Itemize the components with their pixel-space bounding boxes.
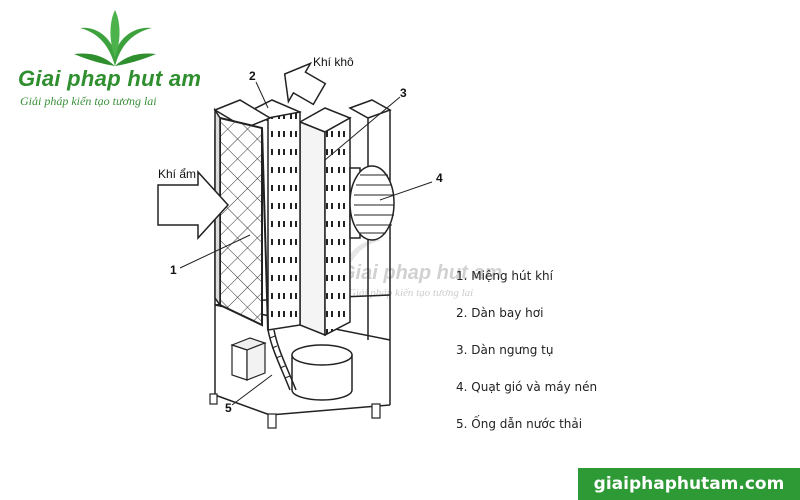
- part-number-2: 2: [249, 69, 256, 83]
- compressor: [291, 344, 353, 401]
- fan-unit: [349, 165, 395, 241]
- intake-mesh: [213, 99, 272, 331]
- legend-item: 4. Quạt gió và máy nén: [456, 380, 598, 394]
- humid-air-label: Khí ẩm: [158, 167, 196, 181]
- part-number-4: 4: [436, 171, 443, 185]
- back-panel: [348, 99, 392, 119]
- legend-item: 2. Dàn bay hơi: [456, 306, 544, 320]
- watermark-title: Giai phap hut am: [340, 262, 503, 284]
- cabinet-feet: [209, 393, 381, 429]
- part-number-5: 5: [225, 401, 232, 415]
- website-link[interactable]: giaiphaphutam.com: [578, 468, 800, 500]
- parts-legend: 1. Miệng hút khí 2. Dàn bay hơi 3. Dàn n…: [456, 268, 597, 453]
- callout-leaders: [179, 81, 433, 406]
- leaf-logo-icon: [74, 10, 156, 66]
- legend-item: 3. Dàn ngưng tụ: [456, 343, 554, 357]
- humid-air-arrow-icon: [157, 170, 230, 240]
- condenser-coil: [298, 107, 352, 337]
- part-number-1: 1: [170, 263, 177, 277]
- brand-logo: Giai phap hut am Giải pháp kiến tạo tươn…: [8, 8, 238, 108]
- dry-air-label: Khí khô: [313, 55, 354, 69]
- control-box: [230, 337, 267, 381]
- logo-subtitle: Giải pháp kiến tạo tương lai: [20, 94, 157, 108]
- legend-item: 1. Miệng hút khí: [456, 269, 553, 283]
- part-number-3: 3: [400, 86, 407, 100]
- dry-air-arrow-icon: [283, 61, 327, 106]
- legend-item: 5. Ống dẫn nước thải: [456, 417, 583, 431]
- logo-title: Giai phap hut am: [18, 66, 202, 91]
- evaporator-coil: [246, 99, 302, 331]
- drain-pipe: [267, 329, 297, 391]
